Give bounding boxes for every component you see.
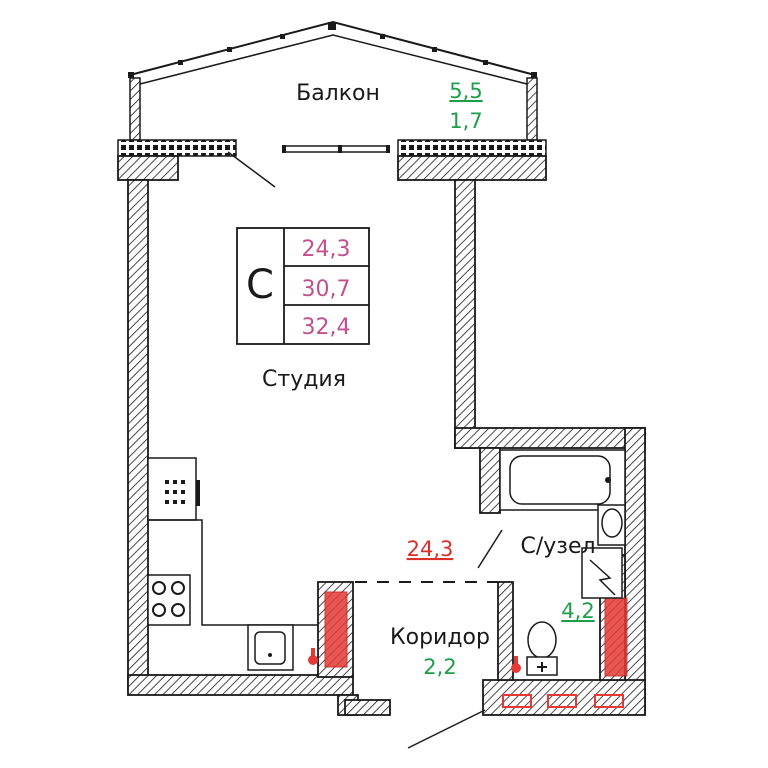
kitchen-sink-icon xyxy=(247,624,294,671)
radiator-icon xyxy=(604,597,628,677)
studio-total-area: 30,7 xyxy=(302,277,351,302)
balcony-area: 5,5 xyxy=(449,79,482,103)
wall-top-left xyxy=(117,155,179,181)
risers xyxy=(324,591,628,708)
wall-top-right xyxy=(397,155,547,181)
toilet-icon xyxy=(526,621,558,676)
stove-icon xyxy=(147,574,191,626)
balcony-left-wall xyxy=(129,77,141,141)
wall-bath-top xyxy=(454,427,646,449)
balcony-area-reduced: 1,7 xyxy=(449,109,482,133)
wall-left xyxy=(127,179,149,691)
washing-machine xyxy=(581,547,623,599)
kitchen xyxy=(147,457,318,671)
balcony-right-wall xyxy=(526,77,538,141)
kitchen-area: 24,3 xyxy=(407,537,454,561)
bathroom-door-swing xyxy=(477,529,503,569)
balcony-railing-posts xyxy=(128,22,537,78)
studio-area-table: С 24,3 30,7 32,4 xyxy=(236,227,370,345)
studio-total-with-balcony: 32,4 xyxy=(302,315,351,340)
radiator-icon xyxy=(324,591,348,668)
balcony-slab-left xyxy=(117,139,237,157)
studio-living-area: 24,3 xyxy=(302,237,351,262)
corridor-area: 2,2 xyxy=(423,655,456,679)
wall-bottom-right xyxy=(482,679,646,716)
balcony-door-swing xyxy=(227,151,276,188)
wall-right xyxy=(624,427,646,714)
wall-bath-inner xyxy=(497,581,514,681)
bathroom xyxy=(499,449,626,676)
balcony-railing-inner xyxy=(139,34,528,85)
wall-bottom-step-base xyxy=(344,699,391,716)
wall-studio-right xyxy=(454,179,476,449)
water-drop-icons xyxy=(308,648,521,673)
balcony-slab-right xyxy=(397,139,547,157)
corridor-name: Коридор xyxy=(390,625,490,650)
walls xyxy=(117,155,646,716)
wall-bath-left-stub xyxy=(479,447,501,514)
balcony-door xyxy=(282,145,390,153)
studio-name: Студия xyxy=(262,367,346,392)
studio-code: С xyxy=(246,262,274,308)
bathroom-name: С/узел xyxy=(520,534,595,559)
entrance-door-swing xyxy=(407,709,486,749)
bathroom-area: 4,2 xyxy=(561,599,594,623)
fridge-icon xyxy=(147,457,197,521)
balcony-name: Балкон xyxy=(296,81,380,106)
wall-bottom-left xyxy=(127,674,354,696)
bathtub-icon xyxy=(499,449,626,511)
sink-icon xyxy=(597,504,626,546)
